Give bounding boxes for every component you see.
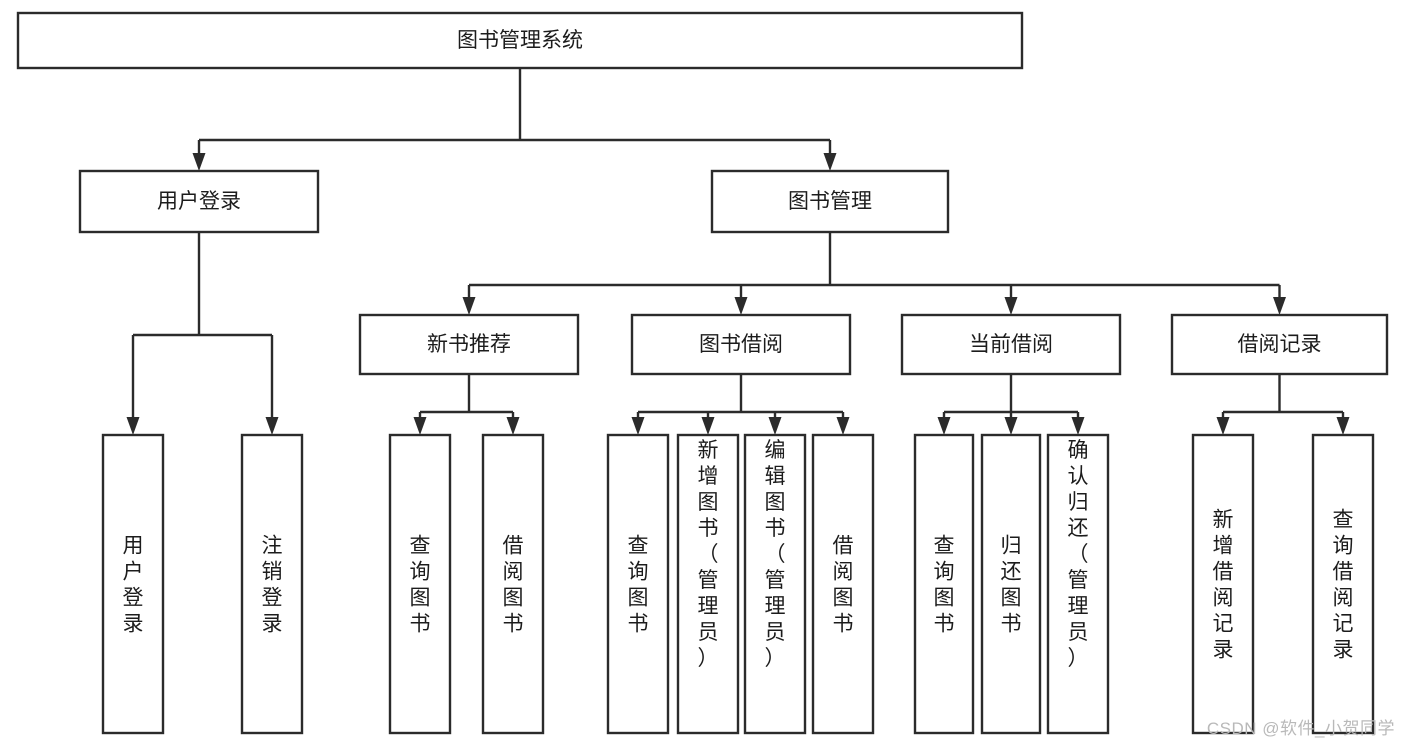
node-label-book-borrow: 图书借阅 [699,333,783,356]
arrow-head-icon [631,417,645,435]
node-borrow-records[interactable]: 借阅记录 [1170,313,1389,376]
node-br-query-record[interactable]: 查询借阅记录 [1311,433,1375,735]
arrow-head-icon [192,153,206,171]
node-new-book-recommend[interactable]: 新书推荐 [358,313,580,376]
node-box-user-logout-leaf[interactable] [240,433,304,735]
arrow-head-icon [1216,417,1230,435]
node-book-borrow[interactable]: 图书借阅 [630,313,852,376]
node-label-cb-confirm-return: 确认归还（管理员） [1068,439,1089,670]
node-label-root: 图书管理系统 [457,29,583,52]
node-cb-return-book[interactable]: 归还图书 [980,433,1042,735]
node-bb-borrow-book[interactable]: 借阅图书 [811,433,875,735]
node-box-bb-borrow-book[interactable] [811,433,875,735]
node-label-cb-query-book: 查询图书 [934,534,955,635]
arrow-head-icon [462,297,476,315]
node-label-bb-query-book: 查询图书 [628,534,649,635]
arrow-head-icon [506,417,520,435]
node-label-borrow-records: 借阅记录 [1238,333,1322,356]
node-box-book-borrow[interactable] [630,313,852,376]
node-box-br-query-record[interactable] [1311,433,1375,735]
node-bb-edit-book[interactable]: 编辑图书（管理员） [743,433,807,735]
node-box-bb-query-book[interactable] [606,433,670,735]
arrow-head-icon [1004,417,1018,435]
node-label-user-login-leaf: 用户登录 [123,534,144,635]
arrow-head-icon [836,417,850,435]
arrow-head-icon [1071,417,1085,435]
node-label-bb-add-book: 新增图书（管理员） [698,439,719,670]
node-box-nbr-borrow-book[interactable] [481,433,545,735]
node-bb-query-book[interactable]: 查询图书 [606,433,670,735]
node-box-user-login-leaf[interactable] [101,433,165,735]
node-label-bb-edit-book: 编辑图书（管理员） [765,439,786,670]
node-label-user-login: 用户登录 [157,190,241,213]
node-label-bb-borrow-book: 借阅图书 [833,534,854,635]
node-label-book-management: 图书管理 [788,190,872,213]
node-label-nbr-borrow-book: 借阅图书 [503,534,524,635]
node-label-br-query-record: 查询借阅记录 [1333,508,1354,661]
node-box-book-management[interactable] [710,169,950,234]
arrow-head-icon [823,153,837,171]
node-bb-add-book[interactable]: 新增图书（管理员） [676,433,740,735]
arrow-head-icon [701,417,715,435]
node-box-cb-return-book[interactable] [980,433,1042,735]
node-box-nbr-query-book[interactable] [388,433,452,735]
node-cb-confirm-return[interactable]: 确认归还（管理员） [1046,433,1110,735]
node-box-br-add-record[interactable] [1191,433,1255,735]
arrow-head-icon [413,417,427,435]
node-box-root[interactable] [16,11,1024,70]
node-user-login-leaf[interactable]: 用户登录 [101,433,165,735]
node-label-br-add-record: 新增借阅记录 [1213,508,1234,661]
arrow-head-icon [1336,417,1350,435]
node-layer: 图书管理系统用户登录用户登录注销登录图书管理新书推荐查询图书借阅图书图书借阅查询… [16,11,1389,735]
node-box-current-borrow[interactable] [900,313,1122,376]
node-label-nbr-query-book: 查询图书 [410,534,431,635]
node-box-user-login[interactable] [78,169,320,234]
arrow-head-icon [768,417,782,435]
node-current-borrow[interactable]: 当前借阅 [900,313,1122,376]
arrow-head-icon [1004,297,1018,315]
arrow-head-icon [265,417,279,435]
node-user-logout-leaf[interactable]: 注销登录 [240,433,304,735]
node-user-login[interactable]: 用户登录 [78,169,320,234]
arrow-head-icon [937,417,951,435]
node-box-cb-confirm-return[interactable] [1046,433,1110,735]
node-nbr-query-book[interactable]: 查询图书 [388,433,452,735]
arrow-head-icon [1273,297,1286,315]
node-book-management[interactable]: 图书管理 [710,169,950,234]
node-root[interactable]: 图书管理系统 [16,11,1024,70]
node-nbr-borrow-book[interactable]: 借阅图书 [481,433,545,735]
arrow-head-icon [126,417,140,435]
node-box-bb-edit-book[interactable] [743,433,807,735]
node-label-user-logout-leaf: 注销登录 [262,534,283,635]
node-box-borrow-records[interactable] [1170,313,1389,376]
node-label-current-borrow: 当前借阅 [969,333,1053,356]
connector-layer [126,68,1350,435]
node-box-bb-add-book[interactable] [676,433,740,735]
node-br-add-record[interactable]: 新增借阅记录 [1191,433,1255,735]
node-box-new-book-recommend[interactable] [358,313,580,376]
node-label-new-book-recommend: 新书推荐 [427,333,511,356]
node-box-cb-query-book[interactable] [913,433,975,735]
node-label-cb-return-book: 归还图书 [1001,534,1022,635]
node-cb-query-book[interactable]: 查询图书 [913,433,975,735]
arrow-head-icon [734,297,748,315]
